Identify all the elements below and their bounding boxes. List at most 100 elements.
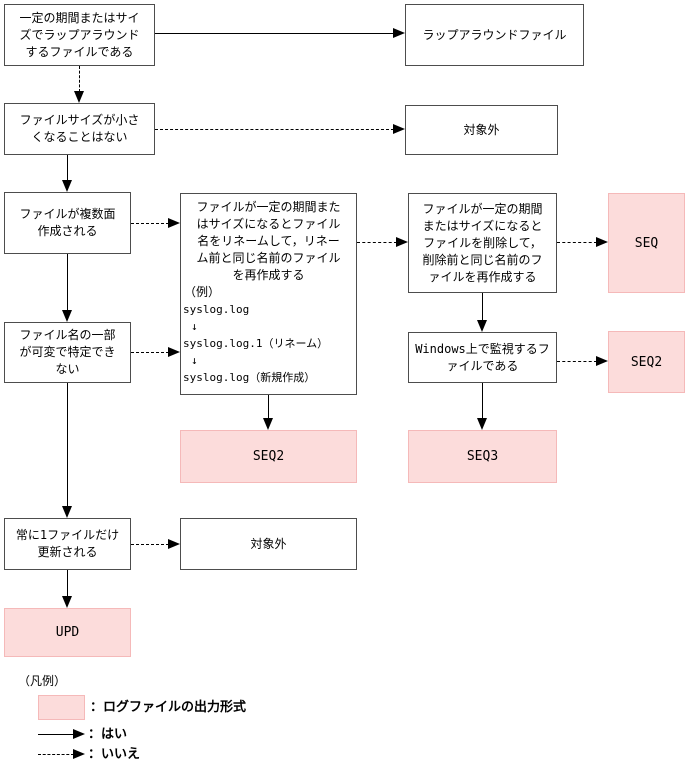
- legend-title: （凡例）: [18, 674, 67, 688]
- arrow-yes-to-seq2-bottom: [263, 395, 273, 430]
- arrowhead-right-icon: [596, 356, 608, 366]
- node-line: するファイルである: [25, 44, 134, 59]
- node-windows-monitor: Windows上で監視するフ ァイルである: [408, 332, 557, 383]
- node-filesize-not-shrink: ファイルサイズが小さ くなることはない: [4, 103, 155, 155]
- node-line: 対象外: [250, 536, 287, 551]
- arrowhead-down-icon: [74, 91, 84, 103]
- arrow-shaft: [67, 254, 68, 311]
- arrow-no-to-seq: [557, 237, 608, 247]
- arrow-shaft: [38, 734, 74, 735]
- output-format-label: SEQ2: [252, 449, 285, 464]
- node-line: が可変で特定でき: [19, 345, 116, 359]
- arrowhead-down-icon: [62, 596, 72, 608]
- legend-no-arrow: [38, 749, 85, 759]
- arrowhead-right-icon: [396, 237, 408, 247]
- node-wraparound-file: ラップアラウンドファイル: [405, 4, 584, 66]
- arrowhead-right-icon: [168, 347, 180, 357]
- arrowhead-down-icon: [477, 418, 487, 430]
- arrow-shaft: [155, 33, 394, 34]
- arrow-shaft: [482, 383, 483, 419]
- arrowhead-down-icon: [477, 320, 487, 332]
- arrow-no-to-delete-recreate: [357, 237, 408, 247]
- node-line: ァイルである: [446, 358, 519, 373]
- arrow-yes-to-filename-variable: [62, 254, 72, 322]
- arrow-shaft: [79, 66, 80, 92]
- arrow-no-to-rename-recreate-2: [131, 347, 180, 357]
- arrowhead-right-icon: [73, 749, 85, 759]
- arrow-shaft: [357, 242, 397, 243]
- node-wraparound-condition: 一定の期間またはサイ ズでラップアラウンド するファイルである: [4, 4, 155, 66]
- arrowhead-right-icon: [393, 124, 405, 134]
- arrowhead-right-icon: [596, 237, 608, 247]
- arrow-yes-to-wraparound-file: [155, 28, 405, 38]
- arrow-shaft: [131, 223, 169, 224]
- node-line: 対象外: [463, 122, 500, 137]
- node-seq: SEQ: [608, 193, 685, 293]
- example-line: syslog.log: [183, 303, 250, 316]
- arrow-yes-to-windows-monitor: [477, 293, 487, 332]
- arrow-no-to-rename-recreate: [131, 218, 180, 228]
- node-line: 常に1ファイルだけ: [15, 528, 120, 542]
- arrow-shaft: [557, 242, 597, 243]
- arrow-yes-to-seq3: [477, 383, 487, 430]
- node-line: ム前と同じ名前のファイル: [196, 251, 341, 265]
- arrow-no-to-excluded-bottom: [131, 539, 180, 549]
- node-line: はサイズになるとファイル: [196, 217, 341, 231]
- node-seq3: SEQ3: [408, 430, 557, 483]
- node-line: ラップアラウンドファイル: [422, 27, 567, 42]
- arrowhead-down-icon: [62, 506, 72, 518]
- legend-yes-label: ：はい: [88, 727, 128, 742]
- node-rename-recreate: ファイルが一定の期間また はサイズになるとファイル 名をリネームして，リネー ム…: [180, 193, 357, 395]
- arrowhead-down-icon: [62, 180, 72, 192]
- node-filename-variable: ファイル名の一部 が可変で特定でき ない: [4, 322, 131, 383]
- node-line: ァイルを再作成する: [428, 269, 537, 284]
- node-line: ズでラップアラウンド: [19, 27, 140, 42]
- arrow-shaft: [557, 361, 597, 362]
- example-title: （例）: [184, 285, 221, 299]
- node-line: ファイルが複数面: [19, 207, 116, 221]
- legend-yes-arrow: [38, 729, 85, 739]
- output-format-label: UPD: [55, 625, 80, 640]
- arrow-shaft: [155, 129, 394, 130]
- arrow-shaft: [131, 352, 169, 353]
- down-arrow-glyph: ↓: [191, 354, 198, 367]
- output-format-label: SEQ3: [466, 449, 499, 464]
- legend-pink-swatch: [38, 695, 85, 720]
- node-excluded-bottom: 対象外: [180, 518, 357, 570]
- node-line: 名をリネームして，リネー: [197, 234, 340, 248]
- arrow-shaft: [38, 754, 74, 755]
- output-format-label: SEQ: [634, 235, 659, 251]
- arrow-shaft: [131, 544, 169, 545]
- node-line: ファイルサイズが小さ: [19, 113, 140, 127]
- legend-no-label: ：いいえ: [88, 747, 141, 762]
- down-arrow-glyph: ↓: [191, 320, 198, 333]
- arrow-no-to-seq2-right: [557, 356, 608, 366]
- node-line: 削除前と同じ名前のフ: [422, 252, 543, 267]
- arrow-shaft: [67, 383, 68, 507]
- arrow-shaft: [482, 293, 483, 321]
- arrow-shaft: [67, 570, 68, 597]
- node-line: 一定の期間またはサイ: [19, 10, 140, 25]
- arrow-yes-to-multiple-files: [62, 155, 72, 192]
- node-delete-recreate: ファイルが一定の期間 またはサイズになると ファイルを削除して， 削除前と同じ名…: [408, 193, 557, 293]
- node-seq2-bottom: SEQ2: [180, 430, 357, 483]
- node-line: 作成される: [37, 224, 98, 238]
- output-format-label: SEQ2: [630, 354, 663, 370]
- arrowhead-right-icon: [168, 539, 180, 549]
- node-excluded-top: 対象外: [405, 105, 558, 155]
- arrowhead-down-icon: [263, 418, 273, 430]
- node-line: ファイルが一定の期間また: [196, 200, 341, 214]
- legend-output-format-label: ：ログファイルの出力形式: [90, 700, 247, 715]
- node-seq2-right: SEQ2: [608, 331, 685, 393]
- arrowhead-down-icon: [62, 310, 72, 322]
- node-line: ない: [55, 362, 80, 376]
- arrow-shaft: [268, 395, 269, 419]
- arrowhead-right-icon: [393, 28, 405, 38]
- node-line: を再作成する: [232, 268, 305, 282]
- arrowhead-right-icon: [73, 729, 85, 739]
- arrow-no-to-excluded-top: [155, 124, 405, 134]
- node-single-file-updated: 常に1ファイルだけ 更新される: [4, 518, 131, 570]
- node-line: またはサイズになると: [422, 218, 543, 233]
- node-multiple-files-created: ファイルが複数面 作成される: [4, 192, 131, 254]
